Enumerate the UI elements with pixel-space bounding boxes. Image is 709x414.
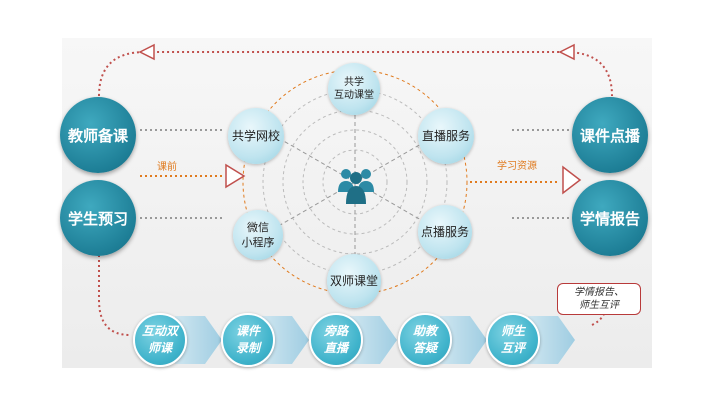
step-bypass-live[interactable]: 旁路直播 <box>309 313 363 367</box>
label-learning-resources: 学习资源 <box>497 161 537 172</box>
inner-node-wechat-miniprogram[interactable]: 微信小程序 <box>233 210 283 260</box>
grey-connectors <box>140 129 572 219</box>
outer-flow-loop <box>98 51 613 336</box>
top-right-arrowhead <box>558 43 575 61</box>
step-mutual-evaluation[interactable]: 师生互评 <box>486 313 540 367</box>
side-node-teacher-prep[interactable]: 教师备课 <box>60 97 136 173</box>
inner-node-dual-teacher-class[interactable]: 双师课堂 <box>327 254 381 308</box>
inner-node-live-service[interactable]: 直播服务 <box>418 108 474 164</box>
label-before-class: 课前 <box>157 162 177 173</box>
step-courseware-recording[interactable]: 课件录制 <box>221 313 275 367</box>
orange-flows <box>140 175 560 183</box>
top-left-arrowhead <box>138 43 155 61</box>
inner-node-online-school[interactable]: 共学网校 <box>228 108 284 164</box>
side-node-student-preview[interactable]: 学生预习 <box>60 180 136 256</box>
step-interactive-dual-teacher[interactable]: 互动双师课 <box>133 313 187 367</box>
before-class-arrowhead <box>225 163 246 189</box>
side-node-learning-report[interactable]: 学情报告 <box>572 180 648 256</box>
report-note-box: 学情报告、师生互评 <box>557 283 641 315</box>
step-assistant-qa[interactable]: 助教答疑 <box>398 313 452 367</box>
inner-node-vod-service[interactable]: 点播服务 <box>418 205 472 259</box>
side-node-courseware-vod[interactable]: 课件点播 <box>572 97 648 173</box>
step-arrow-band <box>175 316 575 364</box>
resource-arrowhead <box>562 165 582 195</box>
group-people-icon <box>334 162 378 206</box>
inner-node-interactive-class[interactable]: 共学互动课堂 <box>328 63 380 115</box>
